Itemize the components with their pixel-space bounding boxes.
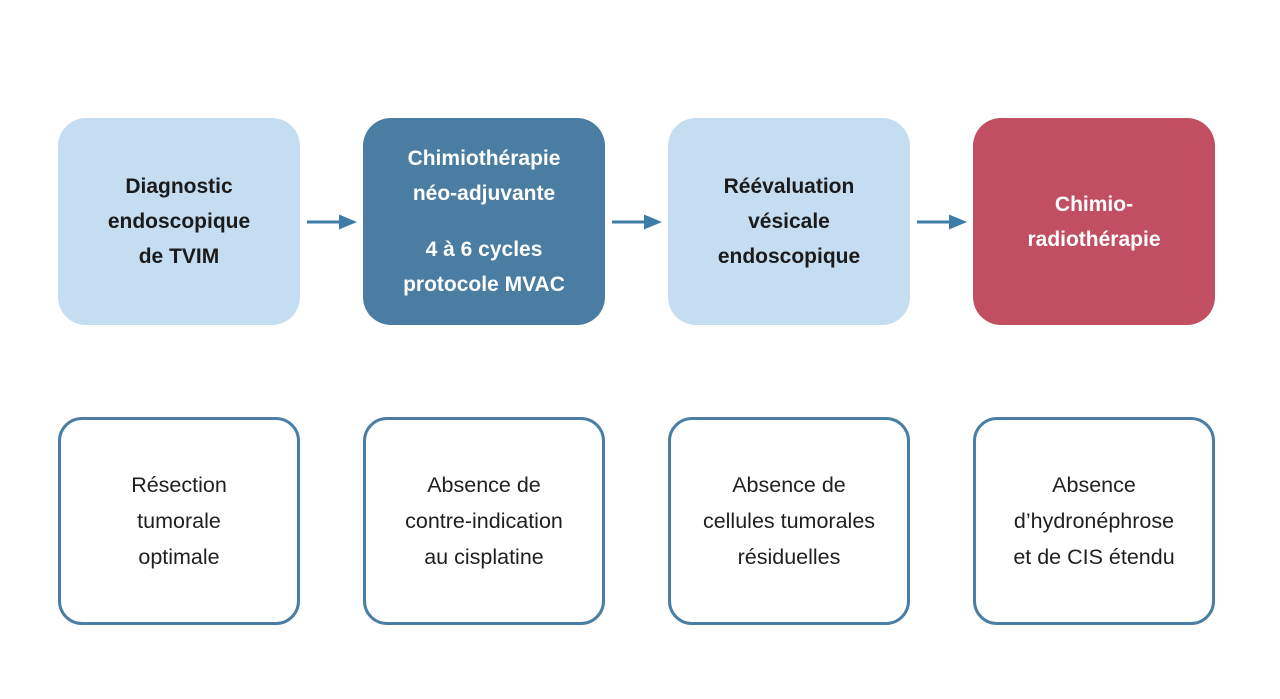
steps-row: Diagnostic endoscopique de TVIM Chimioth… [58,118,1215,325]
column-gap [910,417,973,625]
condition-text: Absence de contre-indication au cisplati… [405,473,563,569]
flow-arrow-icon [300,118,363,325]
step-title: Diagnostic endoscopique de TVIM [107,175,251,268]
condition-box-hydronephrose: Absence d’hydronéphrose et de CIS étendu [973,417,1215,625]
condition-box-resection: Résection tumorale optimale [58,417,300,625]
column-gap [605,417,668,625]
condition-box-contre-indication: Absence de contre-indication au cisplati… [363,417,605,625]
step-box-reevaluation: Réévaluation vésicale endoscopique [668,118,910,325]
column-gap [300,417,363,625]
step-subtitle: 4 à 6 cycles protocole MVAC [403,238,565,296]
condition-box-cellules-residuelles: Absence de cellules tumorales résiduelle… [668,417,910,625]
conditions-row: Résection tumorale optimale Absence de c… [58,417,1215,625]
step-title: Chimio- radiothérapie [1027,192,1161,251]
step-box-chimio-radiotherapie: Chimio- radiothérapie [973,118,1215,325]
step-title: Chimiothérapie néo-adjuvante [407,147,561,205]
condition-text: Résection tumorale optimale [131,473,227,569]
flow-arrow-icon [605,118,668,325]
step-box-chimiotherapie: Chimiothérapie néo-adjuvante 4 à 6 cycle… [363,118,605,325]
flow-arrow-icon [910,118,973,325]
step-box-diagnostic: Diagnostic endoscopique de TVIM [58,118,300,325]
condition-text: Absence d’hydronéphrose et de CIS étendu [1013,473,1175,569]
step-title: Réévaluation vésicale endoscopique [717,175,861,268]
condition-text: Absence de cellules tumorales résiduelle… [702,473,876,569]
